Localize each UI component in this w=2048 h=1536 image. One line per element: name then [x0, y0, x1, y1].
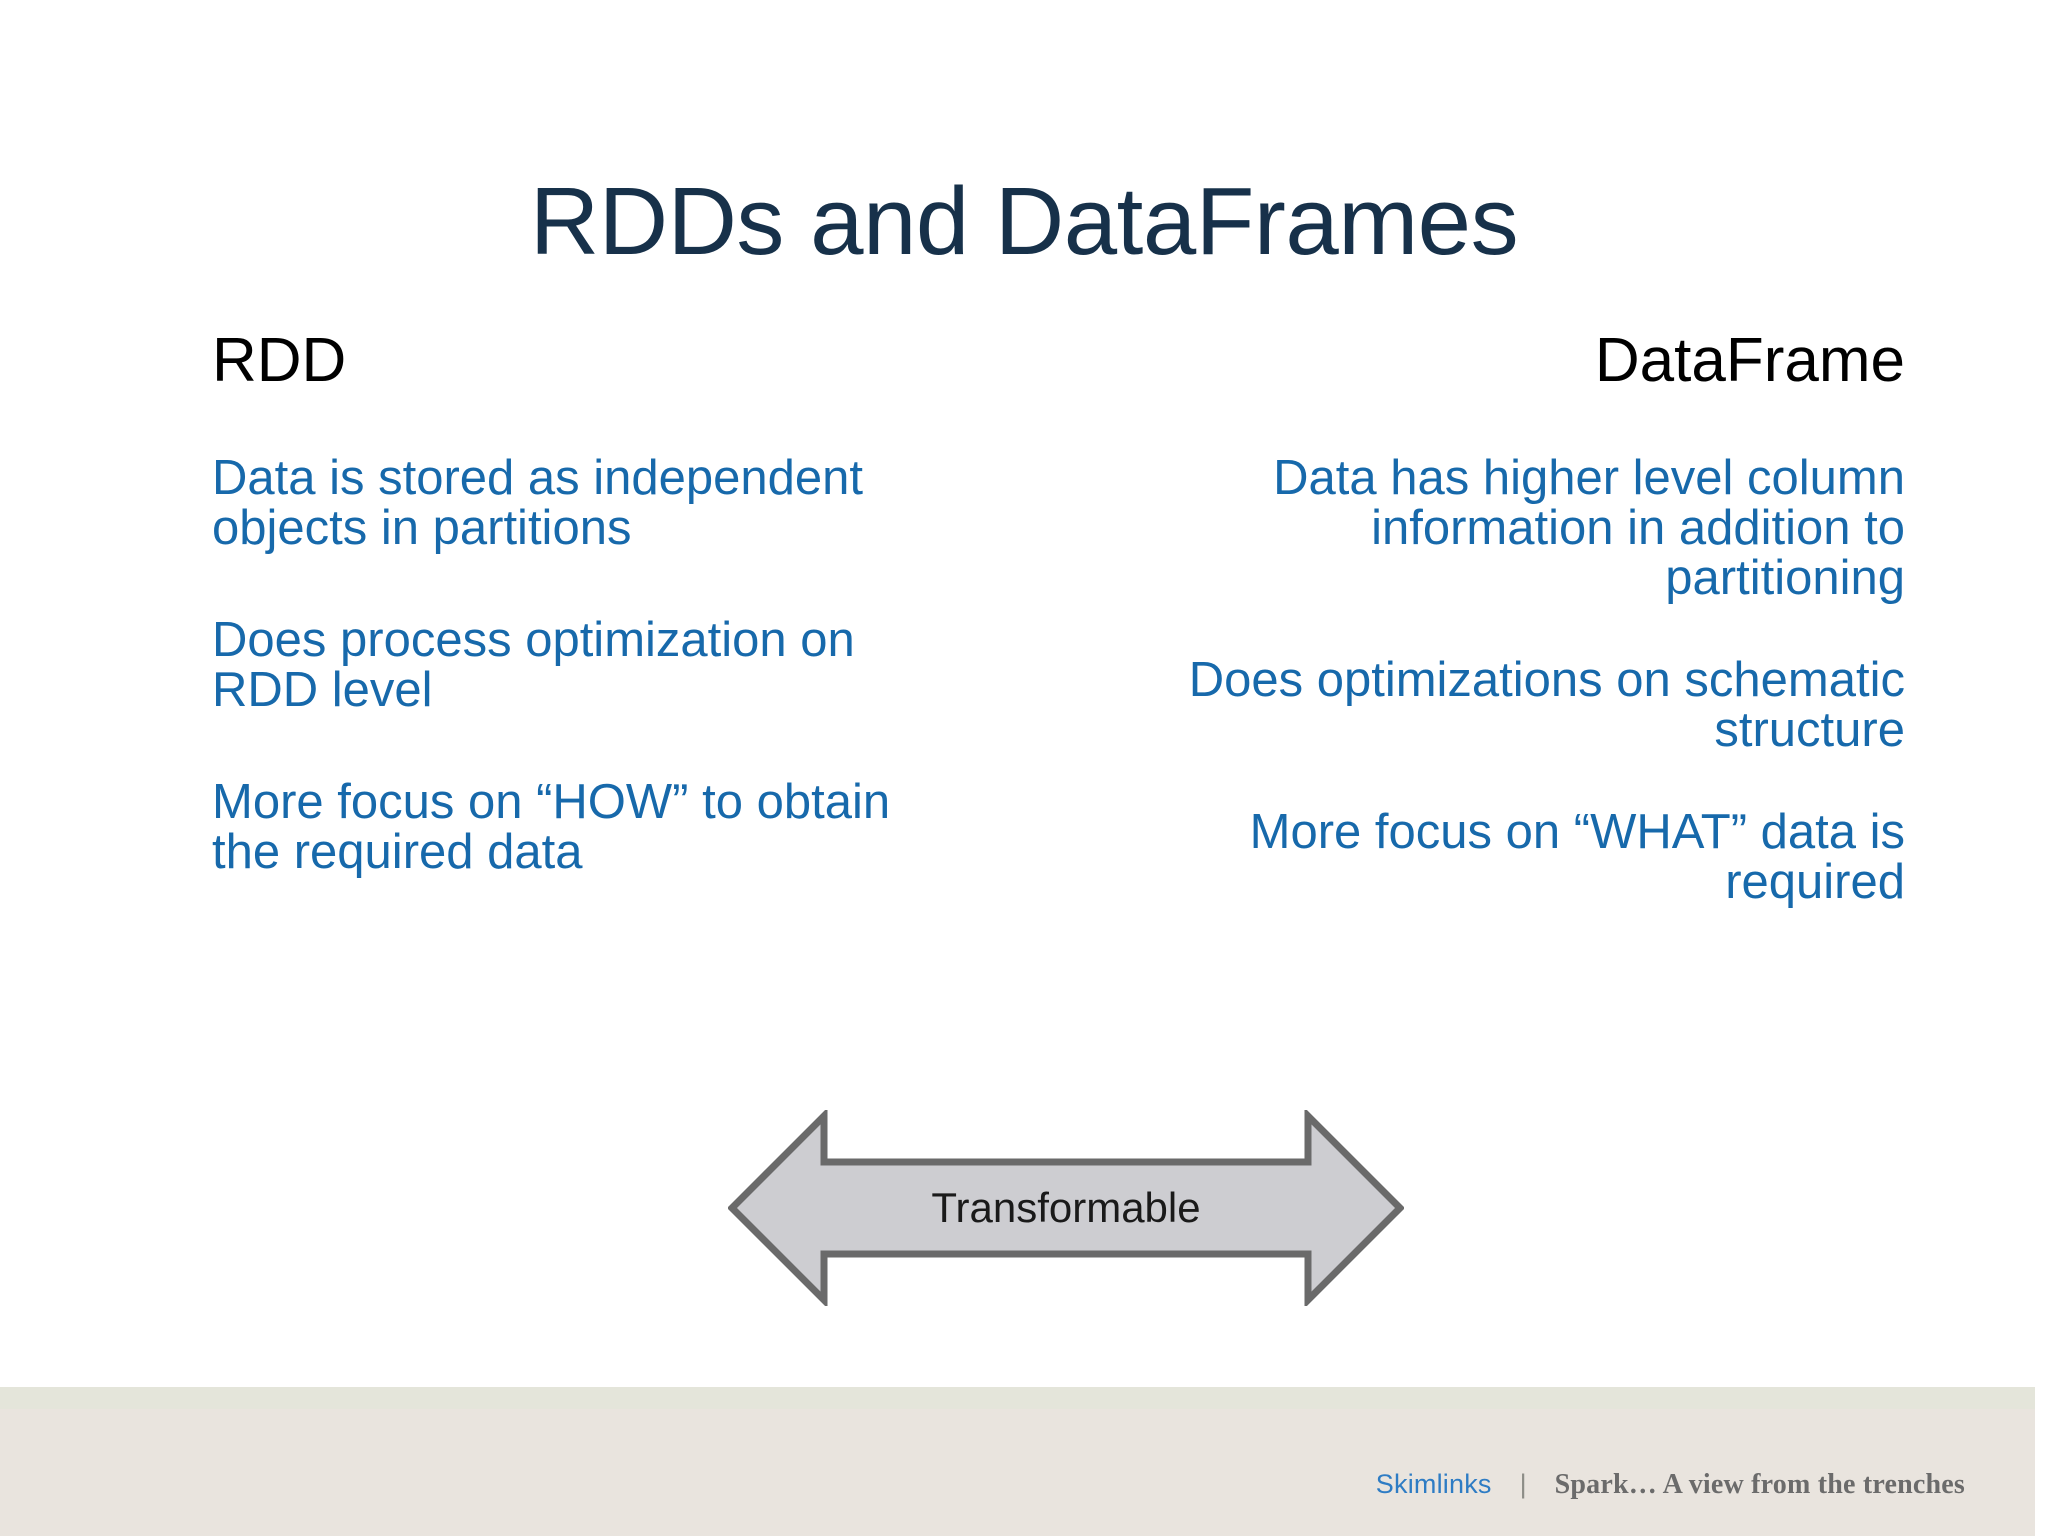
footer-content: Skimlinks | Spark… A view from the trenc… [1376, 1469, 1965, 1501]
page-title: RDDs and DataFrames [529, 168, 1519, 276]
dataframe-bullet-2: Does optimizations on schematic structur… [1188, 652, 1905, 757]
slide-footer: Skimlinks | Spark… A view from the trenc… [0, 1387, 2035, 1536]
comparison-columns: RDD Data is stored as independent object… [0, 330, 2048, 1090]
transformable-arrow: Transformable [728, 1110, 1404, 1306]
rdd-bullet-2: Does process optimization on RDD level [212, 612, 855, 717]
rdd-bullet-3: More focus on “HOW” to obtain the requir… [212, 774, 891, 879]
column-header-dataframe: DataFrame [1594, 326, 1905, 395]
rdd-bullet-1: Data is stored as independent objects in… [212, 451, 864, 555]
double-headed-arrow-icon [728, 1110, 1404, 1306]
footer-brand: Skimlinks [1375, 1469, 1492, 1499]
column-header-rdd: RDD [212, 326, 347, 395]
footer-tagline: Spark… A view from the trenches [1554, 1469, 1965, 1500]
footer-separator: | [1519, 1469, 1527, 1499]
footer-accent-stripe [0, 1387, 2035, 1409]
dataframe-bullet-1: Data has higher level column information… [1273, 451, 1905, 605]
dataframe-bullet-3: More focus on “WHAT” data is required [1249, 804, 1905, 909]
column-rdd: RDD Data is stored as independent object… [212, 330, 972, 878]
column-dataframe: DataFrame Data has higher level column i… [1145, 330, 1905, 908]
